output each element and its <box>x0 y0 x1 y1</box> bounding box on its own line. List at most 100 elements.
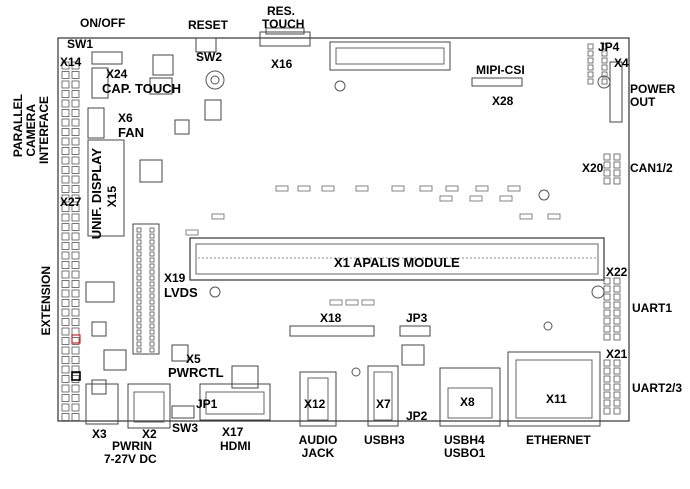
header-pin <box>71 261 80 269</box>
header-pin <box>61 99 70 108</box>
x11-ethernet-inner <box>515 359 593 419</box>
smd-part <box>519 213 533 220</box>
label-x11: X11 <box>546 392 567 406</box>
label-x1: X1 APALIS MODULE <box>334 255 460 270</box>
header-pin <box>61 280 70 288</box>
smd-part <box>391 185 405 192</box>
smd-part <box>507 185 521 192</box>
label-x19: X19 <box>164 271 186 285</box>
x6-connector <box>87 107 105 139</box>
header-pin <box>603 375 611 383</box>
header-pin <box>613 277 621 285</box>
header-pin <box>71 166 80 174</box>
chip <box>91 379 107 395</box>
header-pin <box>149 281 155 287</box>
header-pin <box>603 301 611 309</box>
chip <box>401 344 425 366</box>
header-pin <box>613 359 621 367</box>
header-pin <box>71 327 80 336</box>
chip <box>103 349 127 371</box>
header-pin <box>149 311 155 317</box>
header-pin <box>149 317 155 323</box>
header-pin <box>149 305 155 311</box>
header-pin <box>149 245 155 251</box>
header-pin <box>61 166 70 174</box>
label-x6: X6 <box>118 111 133 125</box>
label-sw2: SW2 <box>196 50 223 64</box>
header-pin <box>136 329 142 335</box>
label-usbh4-1: USBH4 <box>444 433 485 447</box>
label-x2: X2 <box>142 427 157 441</box>
header-pin <box>136 287 142 293</box>
header-pin <box>136 341 142 347</box>
header-pin <box>149 341 155 347</box>
header-pin <box>603 333 611 341</box>
header-pin <box>603 293 611 301</box>
header-pin <box>71 175 80 184</box>
smd-part <box>211 213 225 220</box>
header-pin <box>71 365 80 374</box>
label-power-out-1: POWER <box>630 82 676 96</box>
label-x27: X27 <box>60 195 82 209</box>
header-pin <box>61 394 70 402</box>
header-pin <box>149 239 155 245</box>
label-jp3: JP3 <box>406 311 428 325</box>
header-pin <box>71 318 80 326</box>
header-pin <box>61 375 70 383</box>
header-pin <box>603 407 611 415</box>
x8-usb-connector <box>439 367 501 427</box>
header-pin <box>136 233 142 239</box>
header-pin <box>149 299 155 305</box>
header-pin <box>61 175 70 184</box>
header-pin <box>613 285 621 293</box>
x19-connector <box>132 223 160 355</box>
header-pin <box>603 391 611 399</box>
chip <box>85 281 115 303</box>
mount-hole <box>597 75 611 89</box>
header-pin <box>587 71 594 78</box>
smd-part <box>419 185 433 192</box>
label-res-touch-1: RES. <box>266 4 295 18</box>
header-pin <box>136 347 142 353</box>
header-pin <box>61 337 70 345</box>
header-pin <box>136 251 142 257</box>
header-pin <box>603 177 611 185</box>
header-pin <box>71 346 80 355</box>
header-pin <box>71 80 80 89</box>
header-pin <box>613 367 621 375</box>
header-pin <box>613 383 621 391</box>
header-pin <box>71 156 80 165</box>
smd-part <box>355 185 369 192</box>
label-ethernet: ETHERNET <box>526 433 591 447</box>
label-audio-1: AUDIO <box>298 433 338 447</box>
smd-part <box>361 299 375 306</box>
x4-connector <box>609 61 623 123</box>
header-pin <box>603 399 611 407</box>
label-x21: X21 <box>606 347 628 361</box>
label-x14: X14 <box>60 55 82 69</box>
header-pin <box>149 323 155 329</box>
header-pin <box>61 61 70 70</box>
header-pin <box>71 185 80 193</box>
header-pin <box>61 80 70 89</box>
header-pin <box>71 128 80 136</box>
smd-part <box>297 185 311 192</box>
header-pin <box>71 137 80 146</box>
label-hdmi: HDMI <box>220 439 251 453</box>
header-pin <box>587 78 594 85</box>
label-x20: X20 <box>582 161 604 175</box>
smd-part <box>321 185 335 192</box>
label-cap-touch: CAP. TOUCH <box>102 81 181 96</box>
header-pin <box>71 118 80 127</box>
header-pin <box>71 413 80 421</box>
x18-header <box>289 325 375 337</box>
header-pin <box>71 403 80 412</box>
header-pin <box>136 281 142 287</box>
header-pin <box>136 335 142 341</box>
x5-connector <box>171 344 189 362</box>
header-pin <box>61 204 70 212</box>
x7-usb-inner <box>373 371 393 421</box>
header-pin <box>149 335 155 341</box>
header-pin <box>136 317 142 323</box>
label-x24: X24 <box>106 67 128 81</box>
